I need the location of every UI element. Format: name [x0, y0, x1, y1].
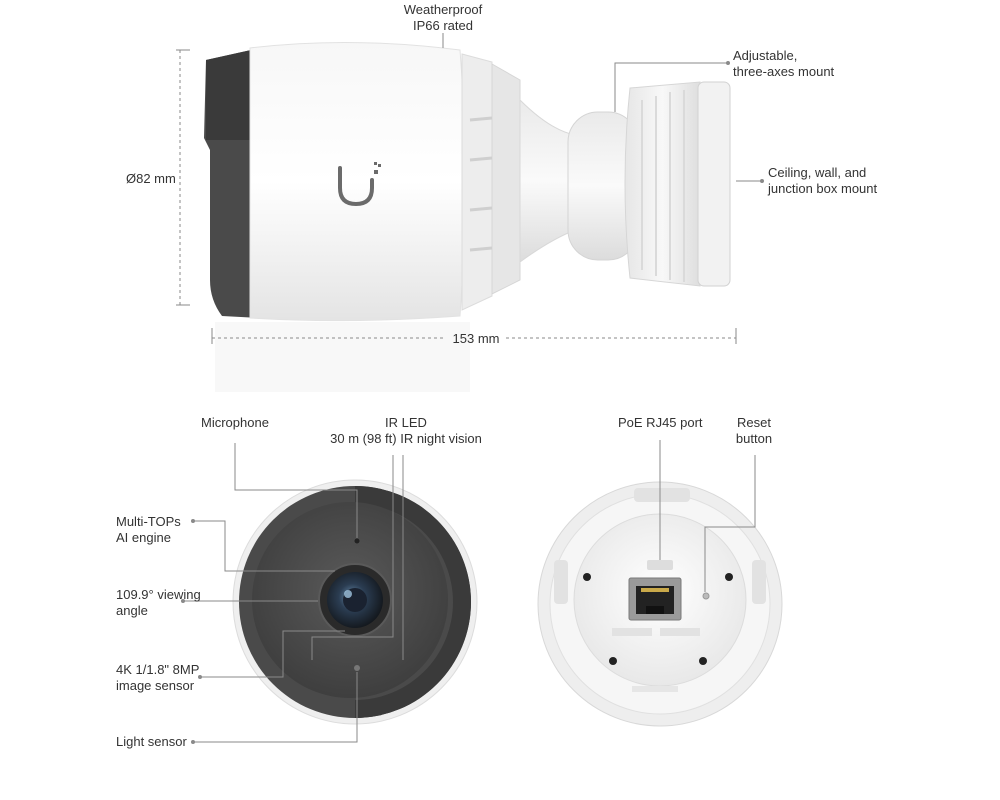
- leader-lines-front: [183, 443, 404, 743]
- leader-lines-top: [442, 33, 762, 182]
- label-microphone: Microphone: [201, 415, 269, 430]
- label-reset-button: Reset button: [735, 415, 773, 446]
- leader-lines-back: [659, 440, 756, 592]
- mount-base: [624, 81, 701, 287]
- microphone-hole: [354, 538, 360, 544]
- reflection: [215, 322, 470, 392]
- camera-body: [249, 41, 466, 322]
- reset-button-hole: [702, 592, 710, 600]
- label-ai-engine: Multi-TOPs AI engine: [116, 514, 181, 545]
- label-light-sensor: Light sensor: [116, 734, 187, 749]
- back-view-camera: [537, 481, 783, 727]
- label-weatherproof: Weatherproof IP66 rated: [403, 2, 483, 33]
- side-view-camera: [204, 41, 731, 392]
- label-diameter: Ø82 mm: [126, 171, 176, 186]
- ubiquiti-logo-icon: [338, 162, 381, 207]
- dimension-lines: [176, 49, 737, 344]
- label-length: 153 mm: [452, 331, 500, 346]
- label-poe-port: PoE RJ45 port: [618, 415, 703, 430]
- mount-neck: [519, 98, 576, 263]
- light-sensor: [354, 665, 360, 671]
- front-view-camera: [232, 479, 478, 725]
- label-adjustable-mount: Adjustable, three-axes mount: [733, 48, 835, 79]
- label-ir-led: IR LED 30 m (98 ft) IR night vision: [330, 415, 482, 446]
- mount-plate: [697, 81, 731, 287]
- label-image-sensor: 4K 1/1.8" 8MP image sensor: [116, 662, 200, 693]
- label-viewing-angle: 109.9° viewing angle: [116, 587, 201, 618]
- label-ceiling-mount: Ceiling, wall, and junction box mount: [768, 165, 878, 196]
